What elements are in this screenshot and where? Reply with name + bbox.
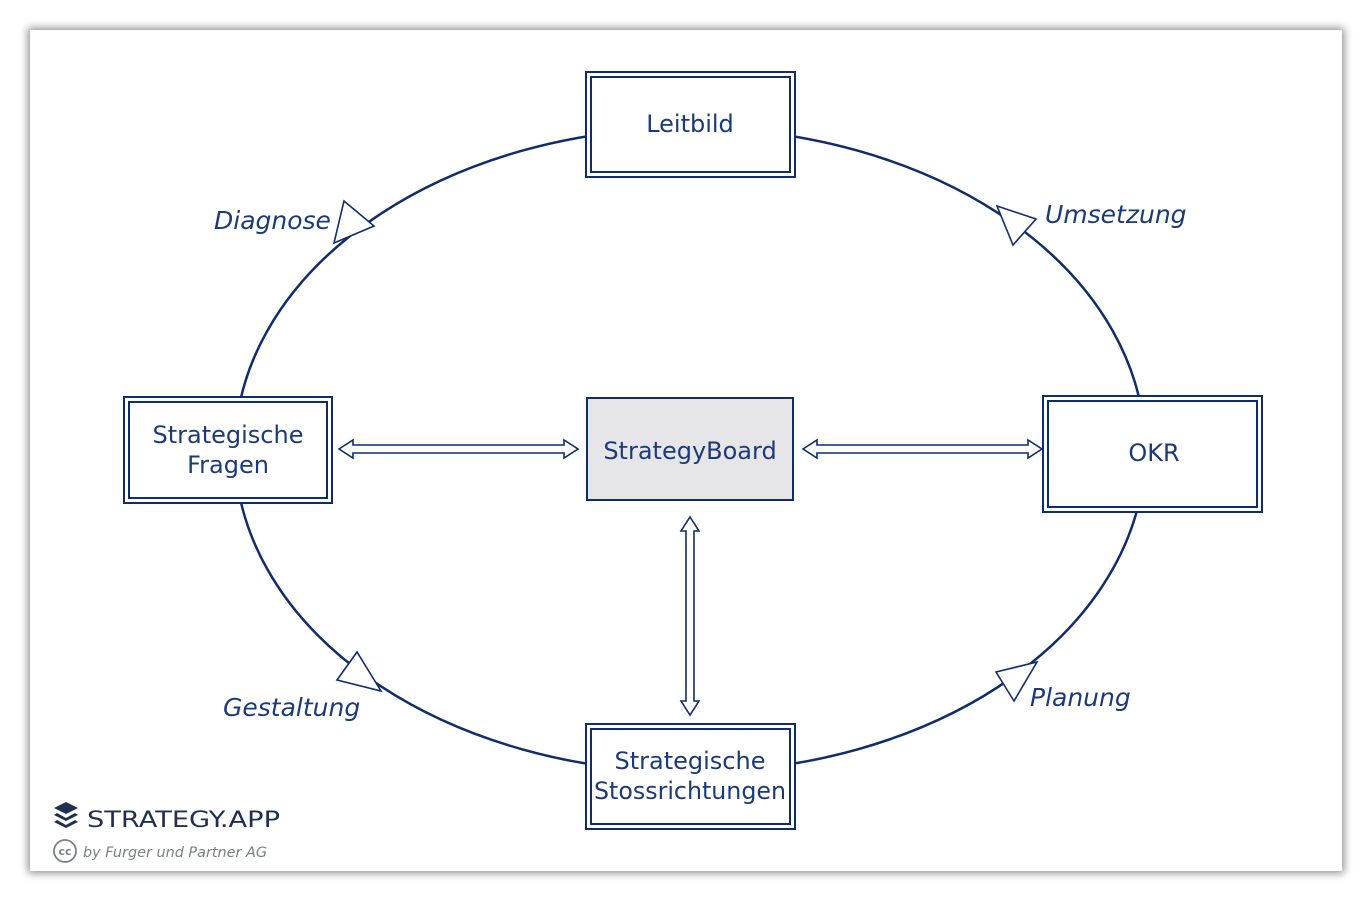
arrow-center-down xyxy=(679,515,701,717)
node-okr: OKR xyxy=(1042,395,1263,513)
node-strategische-stossrichtungen: Strategische Stossrichtungen xyxy=(585,723,796,830)
node-strategische-stossrichtungen-label-line2: Stossrichtungen xyxy=(594,777,786,805)
strategyapp-logo: STRATEGY.APP xyxy=(54,802,280,833)
arrowhead-gestaltung xyxy=(335,650,383,693)
layers-icon xyxy=(54,802,78,828)
edge-label-planung: Planung xyxy=(1030,683,1131,712)
node-strategyboard: StrategyBoard xyxy=(586,397,794,501)
arrow-center-left xyxy=(337,438,580,460)
arrow-center-right xyxy=(801,438,1044,460)
arrowhead-diagnose xyxy=(332,199,376,245)
node-leitbild: Leitbild xyxy=(585,71,796,178)
node-leitbild-label: Leitbild xyxy=(646,110,734,138)
arrowhead-umsetzung xyxy=(995,204,1038,247)
cc-license-icon: cc xyxy=(53,839,77,863)
edge-label-gestaltung: Gestaltung xyxy=(223,693,360,722)
node-strategische-stossrichtungen-label-line1: Strategische xyxy=(615,747,766,775)
credit-line: cc by Furger und Partner AG xyxy=(53,839,267,863)
node-okr-label: OKR xyxy=(1128,439,1179,467)
edge-label-umsetzung: Umsetzung xyxy=(1045,200,1187,229)
node-strategische-fragen: Strategische Fragen xyxy=(123,396,333,504)
node-strategische-fragen-label-line2: Fragen xyxy=(187,451,269,479)
logo-wordmark: STRATEGY.APP xyxy=(87,808,280,833)
credit-text: by Furger und Partner AG xyxy=(83,845,267,861)
node-strategische-fragen-label-line1: Strategische xyxy=(153,421,304,449)
svg-text:cc: cc xyxy=(58,845,71,858)
node-strategyboard-label: StrategyBoard xyxy=(603,437,776,465)
arrowhead-planung xyxy=(994,660,1039,703)
edge-label-diagnose: Diagnose xyxy=(214,206,331,235)
